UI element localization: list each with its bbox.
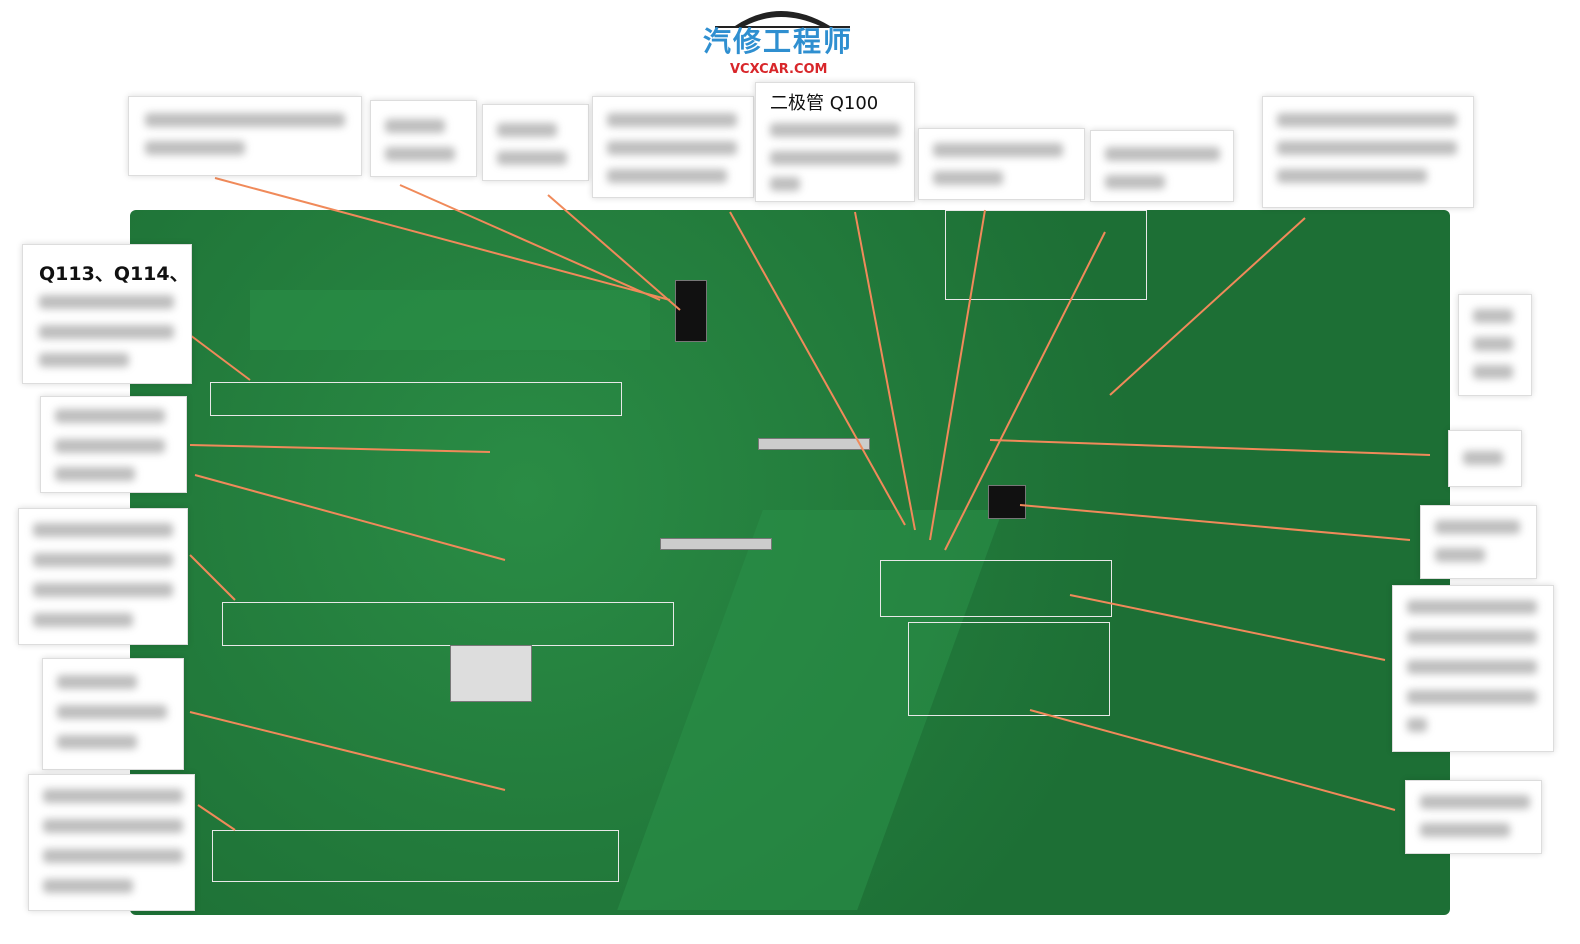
- logo-chinese-text: 汽修工程师: [703, 25, 854, 58]
- label-right-1: [1458, 294, 1532, 396]
- label-u117: [1392, 585, 1554, 752]
- label-u122: [42, 658, 184, 770]
- label-u108: [918, 128, 1085, 200]
- logo-domain-text: VCXCAR.COM: [730, 62, 828, 77]
- label-q100: 二极管 Q100: [755, 82, 915, 202]
- label-u113: [1090, 130, 1234, 202]
- label-q1024: [482, 104, 589, 181]
- label-u104: [1262, 96, 1474, 208]
- label-q113-text: Q113、Q114、: [39, 263, 189, 285]
- label-u114: [40, 396, 187, 493]
- label-q113: Q113、Q114、: [22, 244, 192, 384]
- label-q117: [18, 508, 188, 645]
- label-q102: [370, 100, 477, 177]
- label-u101: [128, 96, 362, 176]
- label-q100-text: 二极管 Q100: [770, 93, 879, 114]
- label-right-2: [1448, 430, 1522, 487]
- pcb-board: [130, 210, 1450, 915]
- label-cpu: [1420, 505, 1537, 579]
- label-u112: [592, 96, 754, 198]
- car-silhouette-icon: [715, 11, 850, 28]
- label-input: [1405, 780, 1542, 854]
- label-q121: [28, 774, 195, 911]
